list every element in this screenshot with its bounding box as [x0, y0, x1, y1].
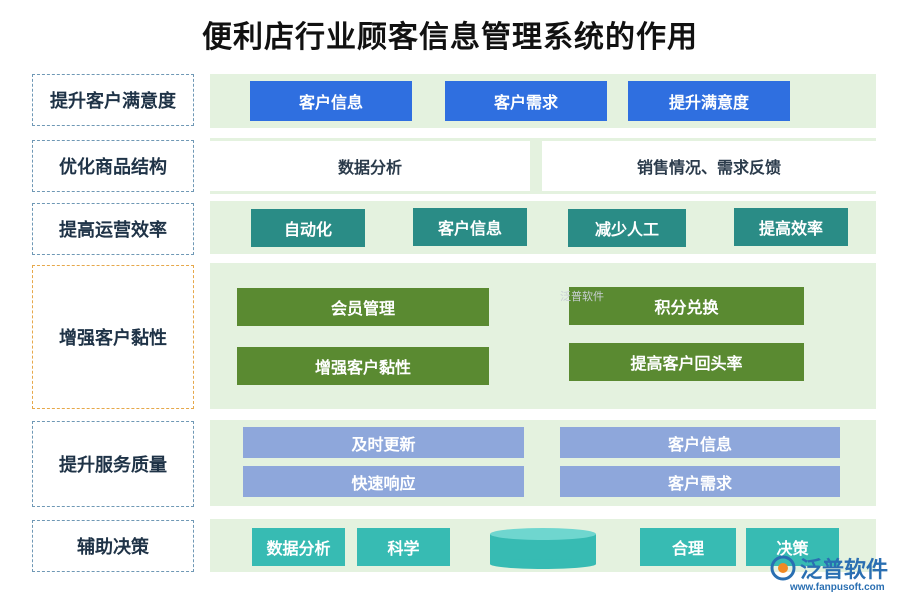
box-data-analysis: 数据分析 — [210, 141, 530, 191]
row-panel-loyalty — [210, 263, 876, 409]
box-data-analysis-2: 数据分析 — [252, 528, 345, 566]
brand-logo: 泛普软件 — [770, 552, 888, 584]
row-label-satisfaction: 提升客户满意度 — [32, 74, 194, 126]
box-automation: 自动化 — [251, 209, 365, 247]
box-sales-feedback: 销售情况、需求反馈 — [542, 141, 876, 191]
row-label-service-quality: 提升服务质量 — [32, 421, 194, 507]
brand-logo-icon — [770, 555, 796, 581]
box-reasonable: 合理 — [640, 528, 736, 566]
box-return-rate: 提高客户回头率 — [569, 343, 804, 381]
box-member-management: 会员管理 — [237, 288, 489, 326]
box-reduce-labor: 减少人工 — [568, 209, 686, 247]
row-label-product-structure: 优化商品结构 — [32, 140, 194, 192]
box-decision: 决策 — [746, 528, 839, 566]
box-customer-needs-2: 客户需求 — [560, 466, 840, 497]
brand-name: 泛普软件 — [800, 558, 889, 583]
database-cylinder-icon — [490, 528, 596, 569]
box-scientific: 科学 — [357, 528, 450, 566]
brand-url: www.fanpusoft.com — [790, 582, 885, 593]
row-label-decision: 辅助决策 — [32, 520, 194, 572]
box-timely-update: 及时更新 — [243, 427, 524, 458]
box-customer-info-2: 客户信息 — [413, 208, 527, 246]
box-enhance-loyalty: 增强客户黏性 — [237, 347, 489, 385]
box-customer-info: 客户信息 — [250, 81, 412, 121]
page-title: 便利店行业顾客信息管理系统的作用 — [202, 20, 698, 55]
box-improve-efficiency: 提高效率 — [734, 208, 848, 246]
row-label-efficiency: 提高运营效率 — [32, 203, 194, 255]
box-customer-needs: 客户需求 — [445, 81, 607, 121]
box-raise-satisfaction: 提升满意度 — [628, 81, 790, 121]
watermark-text: 泛普软件 — [560, 290, 604, 303]
row-label-loyalty: 增强客户黏性 — [32, 265, 194, 409]
box-customer-info-3: 客户信息 — [560, 427, 840, 458]
box-points-redemption: 积分兑换 — [569, 287, 804, 325]
box-fast-response: 快速响应 — [243, 466, 524, 497]
